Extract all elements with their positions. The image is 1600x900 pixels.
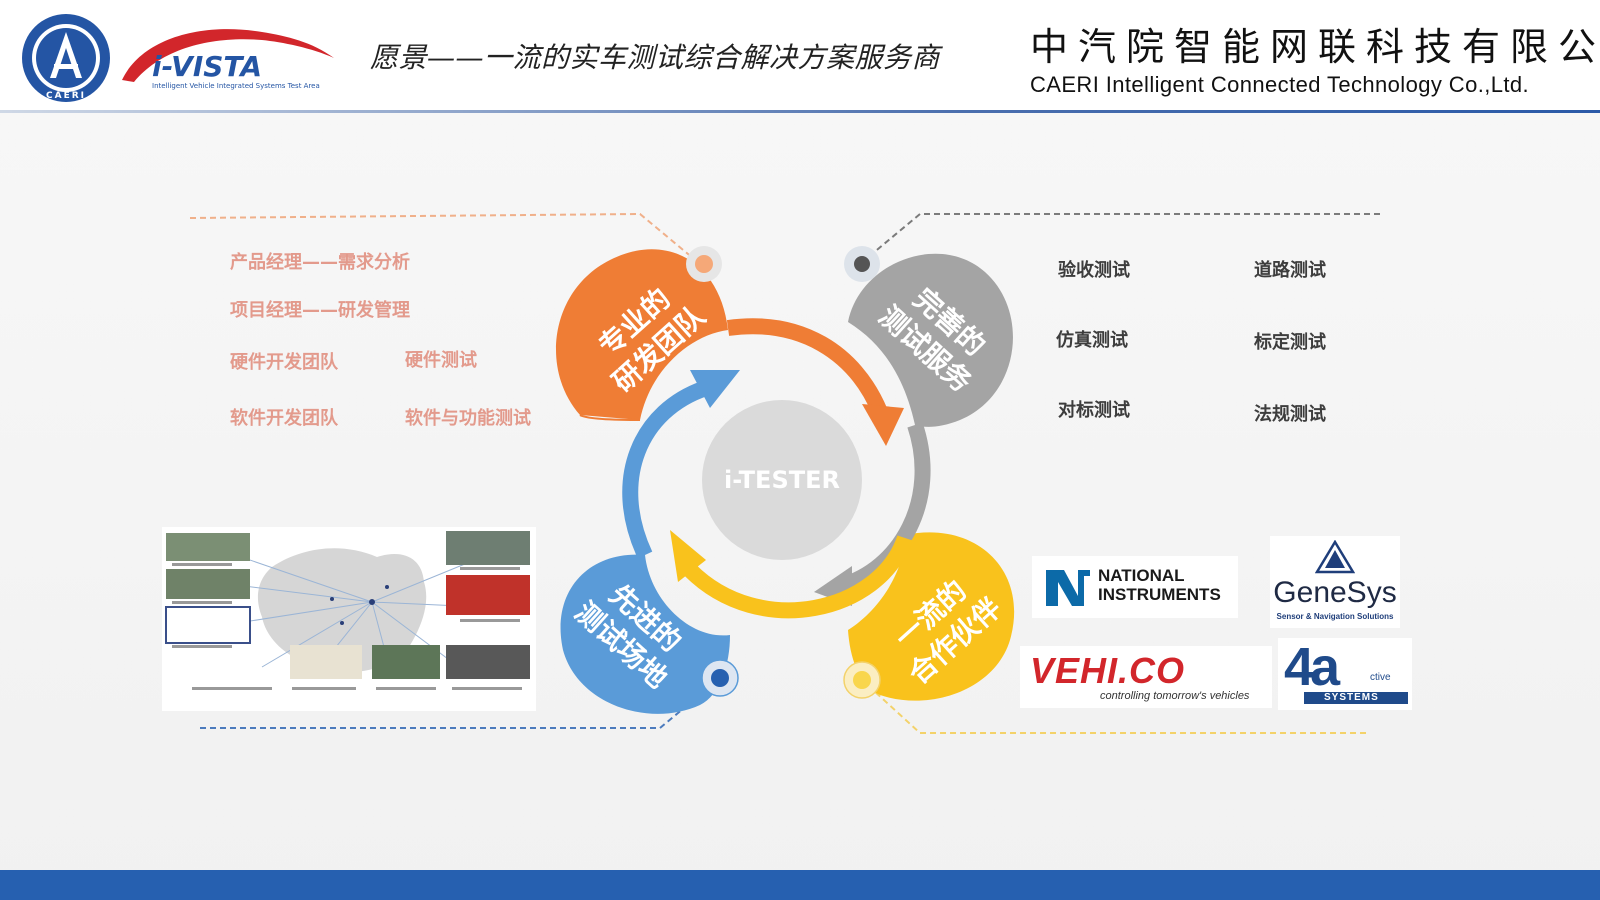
arrowhead-yellow bbox=[670, 530, 706, 582]
center-circle bbox=[702, 400, 862, 560]
partner-logo-vehico: VEHI.CO controlling tomorrow's vehicles bbox=[1020, 646, 1272, 708]
ni-logo-text: NATIONAL INSTRUMENTS bbox=[1098, 566, 1221, 604]
company-name-cn: 中汽院智能网联科技有限公司 bbox=[1030, 25, 1600, 69]
active-name: 4a bbox=[1284, 637, 1340, 697]
header: CAERI i-VISTA Intelligent Vehicle Integr… bbox=[0, 0, 1600, 112]
genesys-name: GeneSys bbox=[1273, 576, 1397, 609]
genesys-triangle-icon bbox=[1315, 540, 1355, 574]
caeri-seal-logo: CAERI bbox=[22, 14, 110, 102]
ivista-logo-text: i-VISTA bbox=[152, 50, 262, 83]
team-item-software-function-test: 软件与功能测试 bbox=[405, 408, 531, 429]
service-benchmark-test: 对标测试 bbox=[1058, 400, 1130, 421]
service-dot bbox=[854, 256, 870, 272]
team-dot bbox=[695, 255, 713, 273]
vehico-tagline: controlling tomorrow's vehicles bbox=[1100, 690, 1250, 702]
center-label: i-TESTER bbox=[724, 466, 840, 494]
test-site-map-image bbox=[165, 531, 530, 690]
partner-connector-line bbox=[861, 679, 1366, 734]
segment-test-service bbox=[848, 253, 1013, 427]
arrowhead-blue bbox=[690, 370, 740, 408]
test-site-map-collage bbox=[162, 527, 536, 711]
arrow-blue bbox=[622, 380, 709, 559]
service-connector-line bbox=[859, 213, 1380, 265]
segment-rd-team bbox=[556, 249, 728, 421]
partner-logo-4active: 4a ctive SYSTEMS bbox=[1278, 637, 1412, 710]
service-acceptance-test: 验收测试 bbox=[1058, 260, 1130, 281]
team-item-hardware-test: 硬件测试 bbox=[405, 350, 477, 371]
active-systems-bar bbox=[1304, 692, 1408, 704]
vehico-name: VEHI.CO bbox=[1030, 650, 1186, 691]
genesys-tagline: Sensor & Navigation Solutions bbox=[1276, 612, 1394, 621]
segment-test-site bbox=[560, 554, 730, 714]
svg-text:CAERI: CAERI bbox=[46, 91, 86, 101]
arrow-gray bbox=[837, 422, 931, 594]
partner-logo-ni: NATIONAL INSTRUMENTS bbox=[1032, 556, 1238, 618]
ni-line2: INSTRUMENTS bbox=[1098, 585, 1221, 604]
ni-eagle-icon bbox=[1046, 570, 1090, 606]
team-connector-line bbox=[189, 212, 701, 265]
arrow-orange bbox=[726, 318, 888, 416]
ivista-tagline: Intelligent Vehicle Integrated Systems T… bbox=[152, 82, 320, 90]
service-simulation-test: 仿真测试 bbox=[1056, 330, 1128, 351]
arrowhead-orange bbox=[862, 404, 904, 446]
company-name-en: CAERI Intelligent Connected Technology C… bbox=[1030, 72, 1530, 97]
ni-line1: NATIONAL bbox=[1098, 566, 1185, 585]
footer-bar bbox=[0, 870, 1600, 900]
service-calibration-test: 标定测试 bbox=[1254, 332, 1326, 353]
header-divider bbox=[0, 110, 1600, 113]
service-regulation-test: 法规测试 bbox=[1254, 404, 1326, 425]
team-item-software-dev: 软件开发团队 bbox=[230, 408, 338, 429]
active-tag2: SYSTEMS bbox=[1324, 692, 1379, 703]
team-item-project-manager: 项目经理——研发管理 bbox=[230, 300, 410, 321]
ivista-logo: i-VISTA Intelligent Vehicle Integrated S… bbox=[122, 29, 334, 90]
service-road-test: 道路测试 bbox=[1254, 260, 1326, 281]
segment-partners bbox=[848, 532, 1015, 701]
arrow-yellow bbox=[684, 535, 913, 619]
partner-dot bbox=[853, 671, 871, 689]
vision-statement: 愿景——一流的实车测试综合解决方案服务商 bbox=[370, 41, 941, 74]
team-item-hardware-dev: 硬件开发团队 bbox=[230, 352, 338, 373]
team-item-product-manager: 产品经理——需求分析 bbox=[230, 252, 410, 273]
partner-logo-genesys: GeneSys Sensor & Navigation Solutions bbox=[1270, 536, 1400, 628]
site-dot bbox=[711, 669, 729, 687]
active-tag1: ctive bbox=[1370, 672, 1391, 683]
